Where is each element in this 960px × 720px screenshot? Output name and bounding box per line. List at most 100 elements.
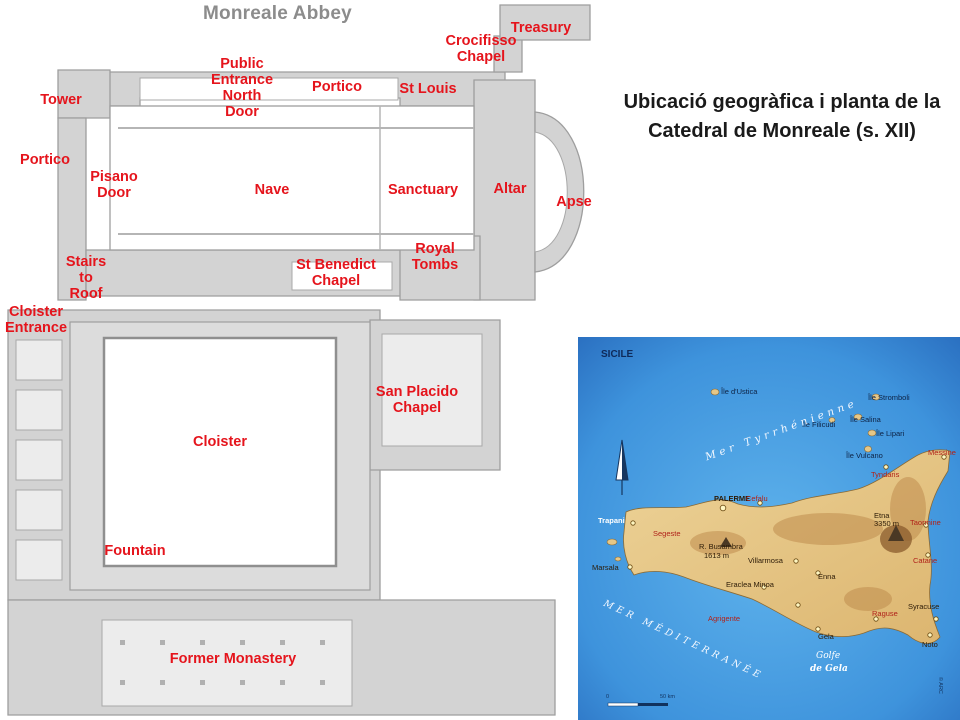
dot-tyndaris bbox=[883, 464, 889, 470]
relief-nebrodi bbox=[773, 513, 883, 545]
scale-bar bbox=[607, 702, 668, 707]
st-benedict-interior bbox=[291, 261, 393, 291]
label-portico-west: Portico bbox=[20, 152, 70, 168]
label-cloister: Cloister bbox=[193, 434, 247, 450]
label-segeste: Segeste bbox=[653, 529, 681, 538]
label-villarmosa: Villarmosa bbox=[748, 556, 783, 565]
busambra-peak-icon bbox=[720, 537, 732, 547]
dot-messine bbox=[941, 454, 947, 460]
label-ile-filicudi: Île Filicudi bbox=[802, 420, 836, 429]
label-altar: Altar bbox=[493, 181, 527, 197]
scale-fifty-km: 50 km bbox=[660, 694, 675, 700]
label-fountain: Fountain bbox=[104, 543, 166, 559]
label-ile-salina: Île Salina bbox=[850, 415, 881, 424]
label-sanctuary: Sanctuary bbox=[387, 182, 459, 198]
label-eraclea-minoa: Eraclea Minoa bbox=[726, 580, 774, 589]
relief-iblei bbox=[844, 587, 892, 611]
label-ile-vulcano: Île Vulcano bbox=[846, 451, 883, 460]
island-lipari bbox=[867, 429, 877, 437]
label-busambra: R. Busambra bbox=[699, 542, 743, 551]
relief-peloritani bbox=[890, 477, 926, 541]
island-egadi bbox=[606, 538, 618, 546]
dot-villarmosa bbox=[793, 558, 799, 564]
label-noto: Noto bbox=[922, 640, 938, 649]
map-copyright: © ARC bbox=[937, 677, 943, 694]
label-messine: Messine bbox=[928, 448, 956, 457]
island-vulcano bbox=[864, 445, 872, 453]
label-taormine: Taormine bbox=[910, 518, 941, 527]
cell bbox=[15, 339, 63, 381]
label-catane: Catane bbox=[913, 556, 938, 565]
relief-sicani bbox=[690, 531, 746, 555]
plan-title: Monreale Abbey bbox=[203, 3, 352, 24]
portico-strip bbox=[139, 77, 399, 101]
san-placido-interior bbox=[381, 333, 483, 447]
nave-interior bbox=[109, 105, 475, 251]
label-tyndaris: Tyndaris bbox=[871, 470, 900, 479]
dot-enna bbox=[815, 570, 821, 576]
island-ustica bbox=[710, 388, 720, 396]
label-ile-lipari: Île Lipari bbox=[876, 429, 905, 438]
island-filicudi bbox=[828, 417, 836, 423]
cell bbox=[15, 389, 63, 431]
label-st-benedict-chapel: St Benedict Chapel bbox=[296, 257, 376, 289]
treasury-block bbox=[499, 4, 591, 41]
dot-agrigente bbox=[795, 602, 801, 608]
label-golfe: Golfe bbox=[816, 651, 841, 661]
dot-palerme bbox=[719, 504, 727, 512]
label-stairs-to-roof: Stairs to Roof bbox=[65, 254, 107, 302]
label-ile-stromboli: Île Stromboli bbox=[868, 393, 910, 402]
label-royal-tombs: Royal Tombs bbox=[411, 241, 459, 273]
map-drawing bbox=[578, 337, 960, 720]
label-former-monastery: Former Monastery bbox=[169, 651, 297, 667]
label-st-louis: St Louis bbox=[399, 81, 457, 97]
dot-trapani bbox=[630, 520, 636, 526]
abbey-floor-plan bbox=[7, 4, 591, 716]
label-de-gela: de Gela bbox=[810, 664, 848, 674]
label-tower: Tower bbox=[40, 92, 82, 108]
label-cloister-entrance: Cloister Entrance bbox=[4, 304, 68, 336]
dot-eraclea bbox=[761, 584, 767, 590]
label-gela: Gela bbox=[818, 632, 834, 641]
label-apse: Apse bbox=[556, 194, 592, 210]
cell bbox=[15, 539, 63, 581]
label-san-placido-chapel: San Placido Chapel bbox=[375, 384, 459, 416]
dot-catane bbox=[925, 552, 931, 558]
dot-cefalu bbox=[757, 500, 763, 506]
apse-interior bbox=[534, 131, 568, 253]
label-palerme: PALERME bbox=[714, 494, 751, 503]
label-syracuse: Syracuse bbox=[908, 602, 940, 611]
label-agrigente: Agrigente bbox=[708, 614, 741, 623]
label-portico-north: Portico bbox=[312, 79, 362, 95]
dot-taormine bbox=[923, 522, 929, 528]
label-busambra-alt: 1613 m bbox=[704, 551, 730, 560]
label-pisano-door: Pisano Door bbox=[90, 169, 138, 201]
cloister-court bbox=[102, 336, 338, 568]
monastery-interior bbox=[101, 619, 353, 707]
label-treasury: Treasury bbox=[510, 20, 572, 36]
west-facade-wall bbox=[57, 117, 87, 301]
dot-marsala bbox=[627, 564, 633, 570]
label-crocifisso-chapel: Crocifisso Chapel bbox=[445, 33, 517, 65]
label-ile-ustica: Île d'Ustica bbox=[721, 387, 758, 396]
etna-peak-icon bbox=[888, 525, 904, 541]
label-raguse: Raguse bbox=[872, 609, 898, 618]
label-marsala: Marsala bbox=[592, 563, 619, 572]
label-etna-alt: 3350 m bbox=[874, 519, 900, 528]
dot-noto bbox=[927, 632, 933, 638]
label-etna: Etna bbox=[874, 511, 890, 520]
slide-heading: Ubicació geogràfica i planta de la Cated… bbox=[623, 91, 941, 142]
label-trapani: Trapani bbox=[598, 516, 625, 525]
dot-syracuse bbox=[933, 616, 939, 622]
label-nave: Nave bbox=[254, 182, 290, 198]
label-cefalu: Cefalu bbox=[746, 494, 768, 503]
island-egadi-2 bbox=[614, 556, 622, 562]
label-enna: Enna bbox=[818, 572, 836, 581]
cell bbox=[15, 489, 63, 531]
island-salina bbox=[853, 413, 863, 421]
cell bbox=[15, 439, 63, 481]
label-public-entrance: Public Entrance North Door bbox=[210, 56, 274, 120]
island-stromboli bbox=[871, 393, 881, 401]
north-arrow-icon bbox=[615, 439, 629, 495]
dot-raguse bbox=[873, 616, 879, 622]
